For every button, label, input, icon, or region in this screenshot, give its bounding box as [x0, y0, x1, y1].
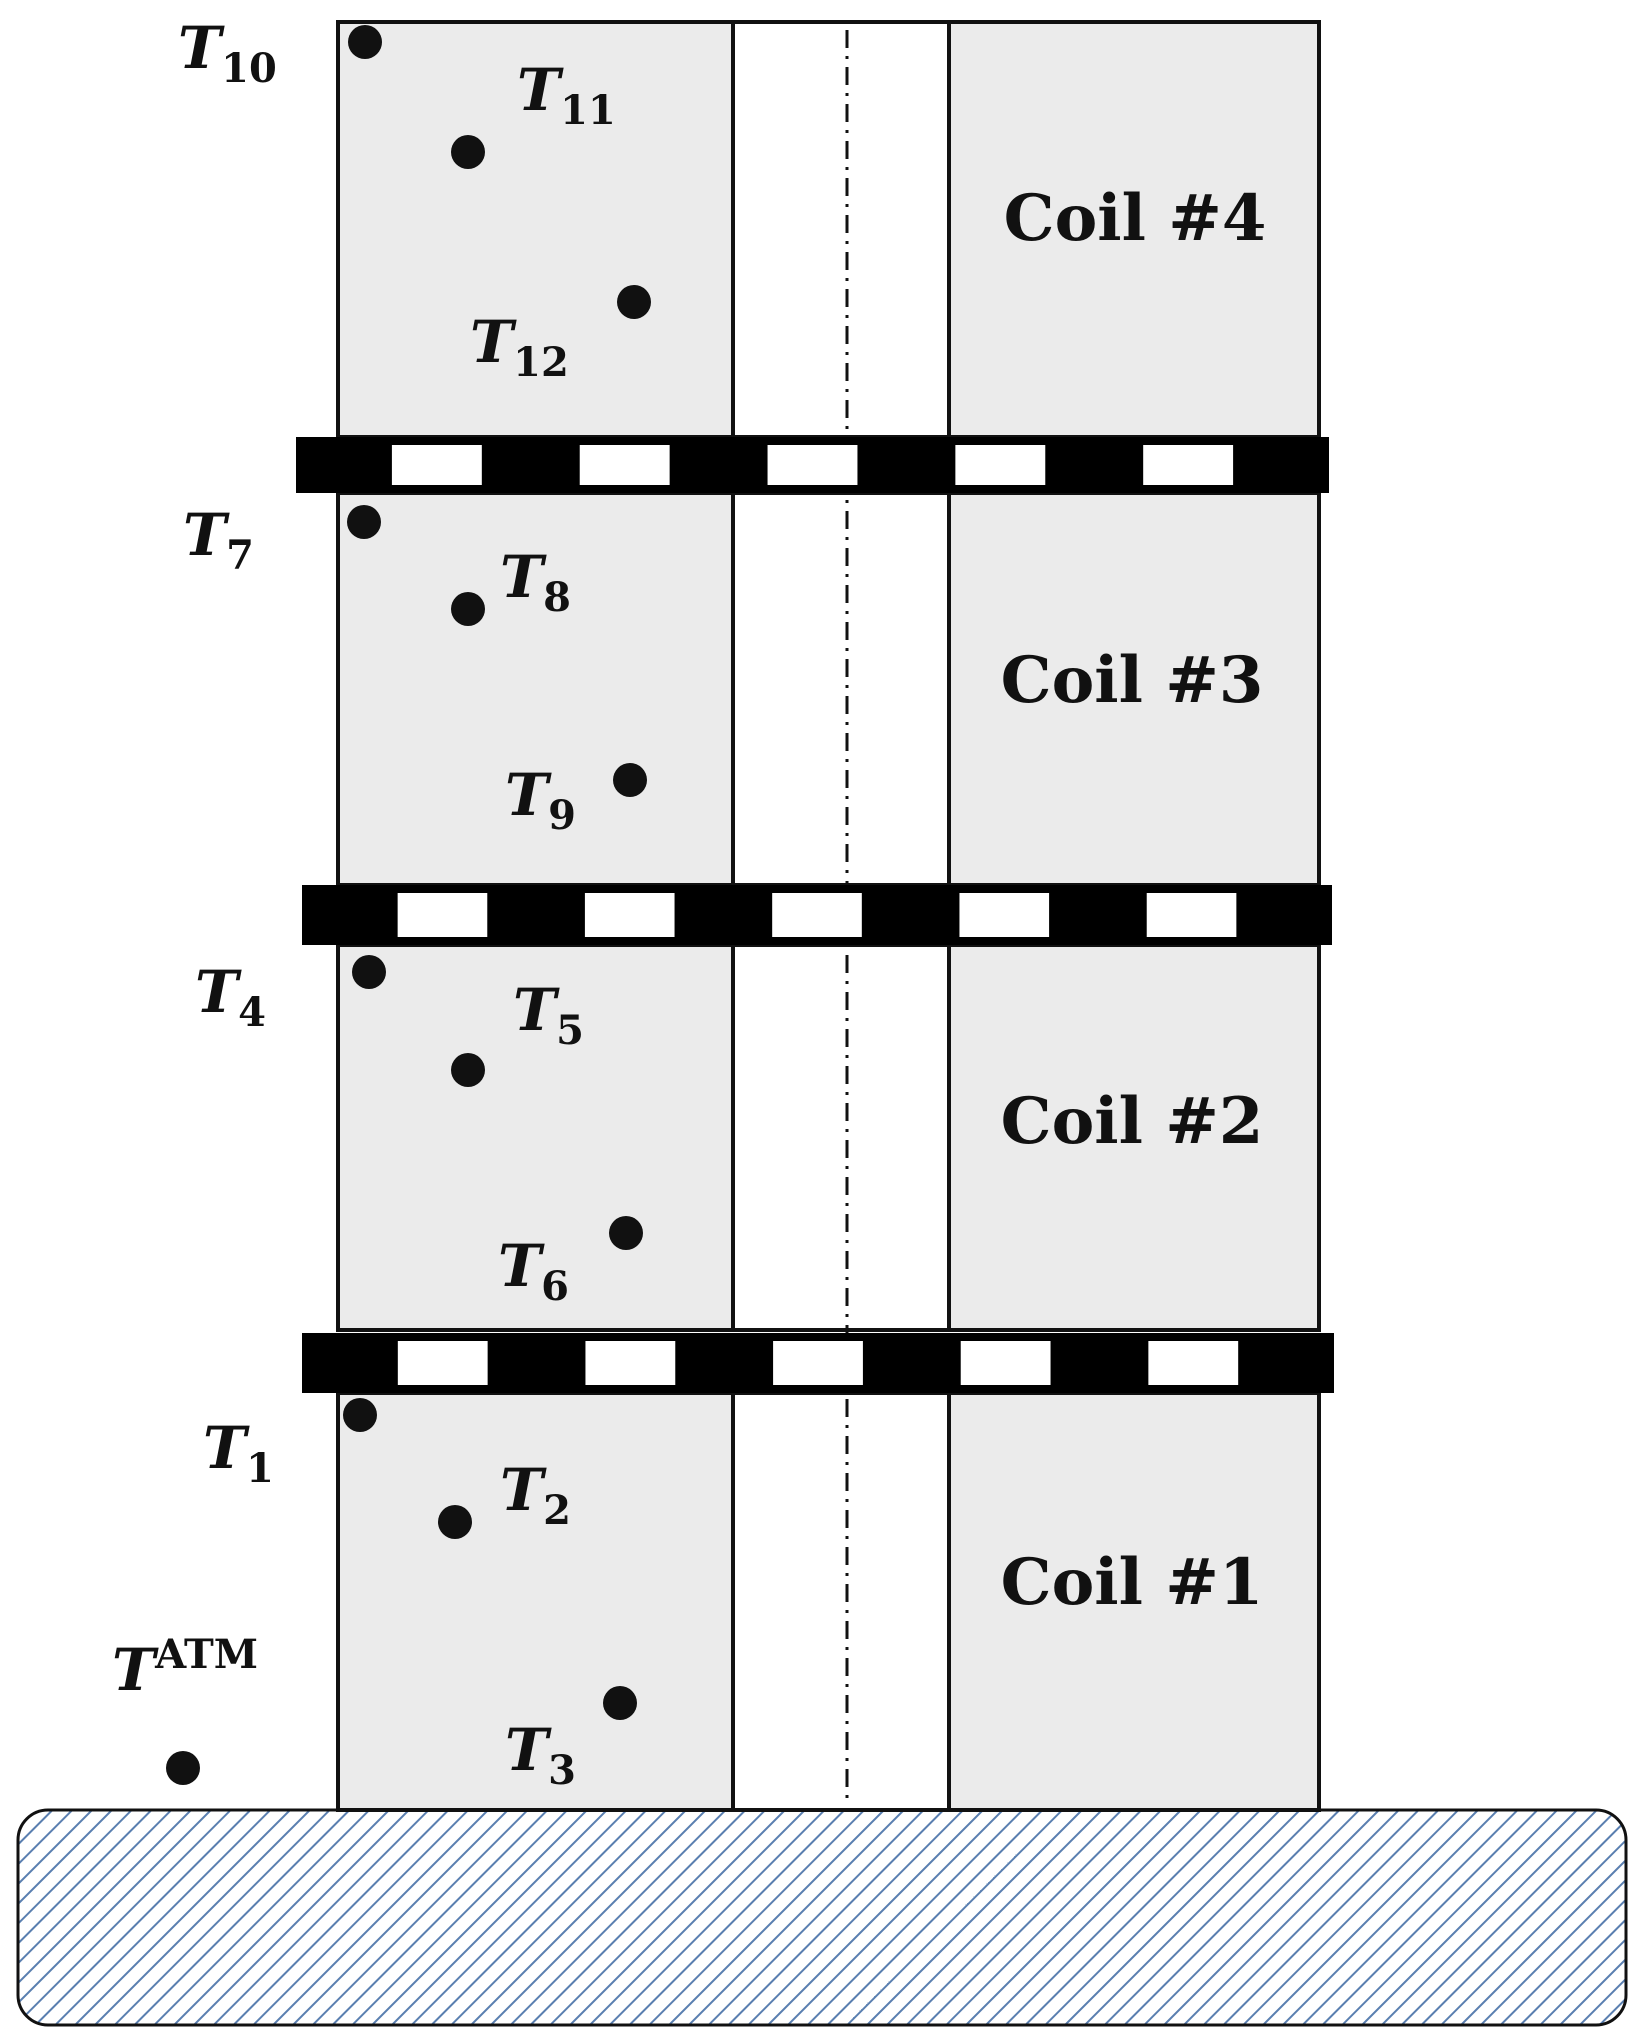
spacer-middle-gap [397, 893, 488, 937]
spacer-top-gap [955, 445, 1046, 485]
spacer-middle-gap [772, 893, 862, 937]
spacer-bar-middle [302, 885, 1332, 945]
sensor-label-t11: T11 [517, 56, 616, 134]
coil-2-bore [731, 943, 951, 1332]
coil-1-left-block [336, 1391, 735, 1812]
sensor-dot-t4 [352, 955, 386, 989]
sensor-label-t8: T8 [500, 543, 571, 621]
sensor-dot-t1 [343, 1398, 377, 1432]
coil-3-bore [731, 491, 951, 887]
coil-2-label: Coil #2 [1001, 1084, 1264, 1159]
spacer-bottom-gap [585, 1341, 676, 1385]
sensor-label-t6: T6 [498, 1232, 569, 1310]
sensor-dot-t3 [603, 1686, 637, 1720]
coil-3-right-block [947, 491, 1321, 887]
sensor-dot-t11 [451, 135, 485, 169]
spacer-top-gap [391, 445, 482, 485]
sensor-dot-t2 [438, 1505, 472, 1539]
spacer-top-gap [1143, 445, 1234, 485]
coil-1-bore [731, 1391, 951, 1812]
sensor-label-t5: T5 [513, 976, 584, 1054]
spacer-bottom-gap [1148, 1341, 1239, 1385]
sensor-dot-t7 [347, 505, 381, 539]
coil-4-label: Coil #4 [1004, 181, 1267, 256]
coil-1-label: Coil #1 [1001, 1545, 1264, 1620]
sensor-dot-t9 [613, 763, 647, 797]
coil-2-right-block [947, 943, 1321, 1332]
coil-2-left-block [336, 943, 735, 1332]
coil-stack [336, 20, 1321, 1812]
sensor-dot-t6 [609, 1216, 643, 1250]
spacer-bottom-gap [773, 1341, 863, 1385]
base-plate [16, 1808, 1628, 2027]
spacer-top-gap [767, 445, 858, 485]
sensor-label-t3: T3 [505, 1716, 576, 1794]
spacer-bottom-gap [960, 1341, 1051, 1385]
sensor-label-t2: T2 [500, 1456, 571, 1534]
coil-1-right-block [947, 1391, 1321, 1812]
sensor-dot-t12 [617, 285, 651, 319]
coil-4-left-block [336, 20, 735, 439]
spacer-bar-bottom [302, 1333, 1334, 1393]
coil-3-label: Coil #3 [1001, 643, 1264, 718]
sensor-dot-t5 [451, 1053, 485, 1087]
coil-4-right-block [947, 20, 1321, 439]
sensor-label-t4: T4 [195, 958, 266, 1036]
spacer-middle-gap [584, 893, 675, 937]
sensor-label-t7: T7 [183, 501, 254, 579]
spacer-bottom-gap [397, 1341, 488, 1385]
sensor-label-t12: T12 [470, 308, 569, 386]
sensor-label-t9: T9 [505, 761, 576, 839]
coil-3-left-block [336, 491, 735, 887]
sensor-dot-t10 [348, 25, 382, 59]
spacer-top-gap [579, 445, 670, 485]
spacer-bar-top [296, 437, 1329, 493]
sensor-label-t10: T10 [178, 14, 277, 92]
sensor-label-tatm: TATM [112, 1631, 258, 1704]
sensor-dots [166, 25, 651, 1785]
spacer-middle-gap [1146, 893, 1237, 937]
spacer-middle-gap [959, 893, 1050, 937]
sensor-dot-t8 [451, 592, 485, 626]
coil-4-bore [731, 20, 951, 439]
sensor-label-t1: T1 [203, 1414, 274, 1492]
sensor-dot-tatm [166, 1751, 200, 1785]
